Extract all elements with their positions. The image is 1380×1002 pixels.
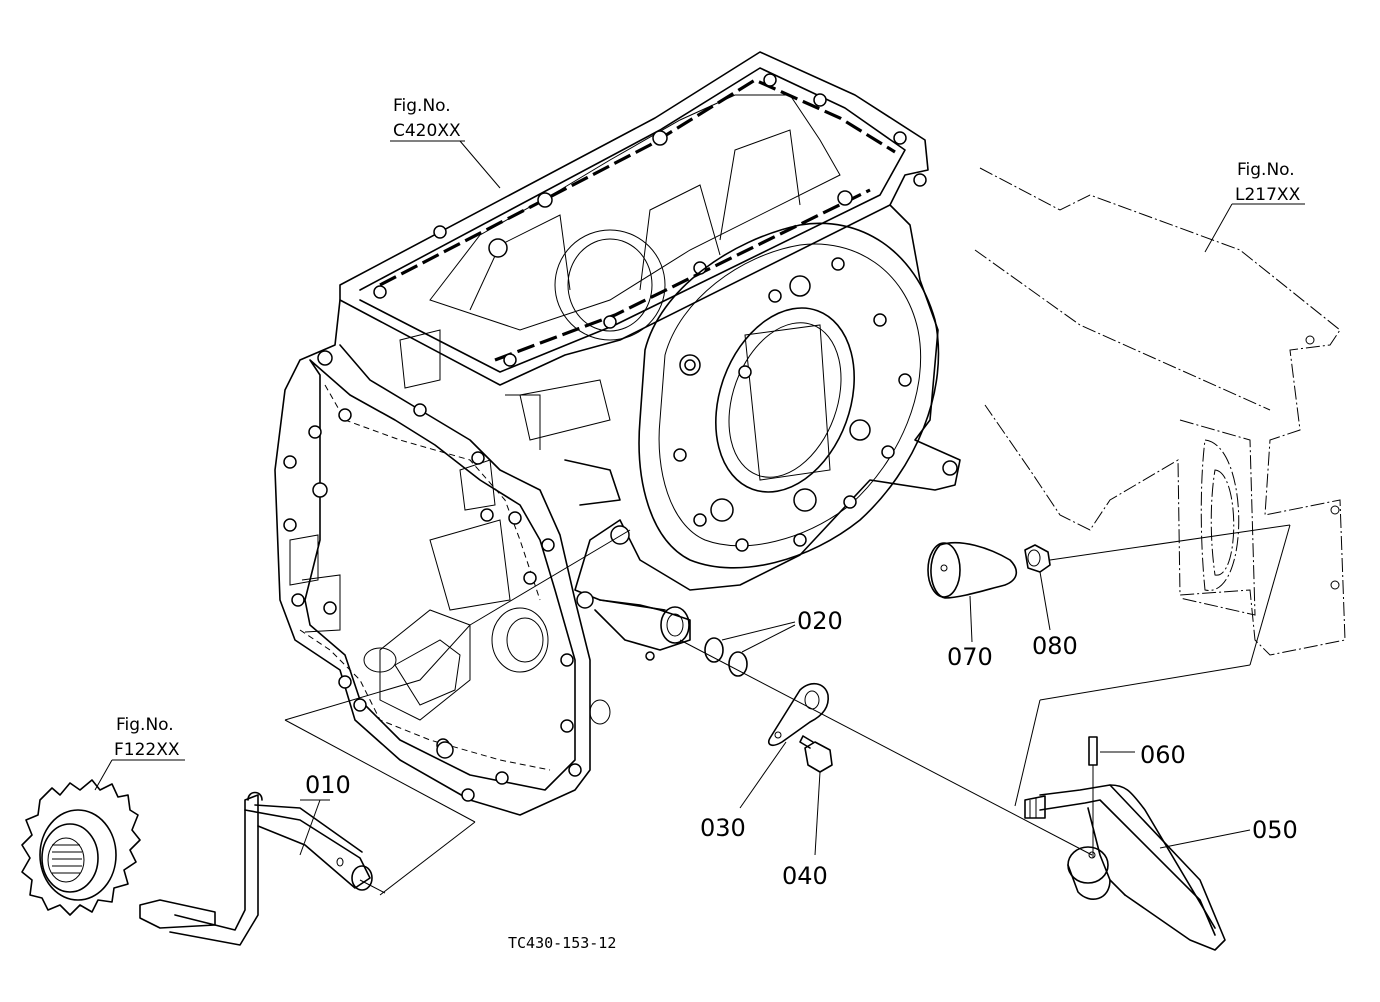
fig-ref-right-code: L217XX	[1235, 185, 1301, 205]
part-number-070: 070	[947, 643, 993, 671]
transmission-case	[274, 51, 961, 816]
fig-ref-right-label: Fig.No.	[1237, 160, 1295, 180]
part-080-nut	[1024, 544, 1051, 631]
drawing-code: TC430-153-12	[508, 934, 616, 952]
part-010-lever-shaft	[139, 791, 373, 946]
part-number-020: 020	[797, 607, 843, 635]
part-number-010: 010	[305, 771, 351, 799]
figure-ref-leaders	[94, 140, 1305, 856]
fig-ref-top-label: Fig.No.	[393, 96, 451, 116]
part-030-plate	[739, 682, 829, 809]
fig-ref-left-label: Fig.No.	[116, 715, 174, 735]
fig-ref-top-code: C420XX	[393, 121, 461, 141]
part-040-bolt	[799, 735, 833, 856]
part-number-060: 060	[1140, 741, 1186, 769]
gear-ref-f122	[21, 779, 141, 916]
part-060-pin	[1088, 736, 1135, 858]
fender-cover	[974, 167, 1346, 656]
part-number-040: 040	[782, 862, 828, 890]
part-070-knob	[927, 541, 1018, 643]
assembly-lines	[284, 524, 1291, 896]
part-number-050: 050	[1252, 816, 1298, 844]
part-020-o-rings	[704, 621, 796, 677]
part-number-080: 080	[1032, 632, 1078, 660]
part-number-030: 030	[700, 814, 746, 842]
fig-ref-left-code: F122XX	[114, 740, 180, 760]
part-050-lever	[1024, 784, 1251, 951]
